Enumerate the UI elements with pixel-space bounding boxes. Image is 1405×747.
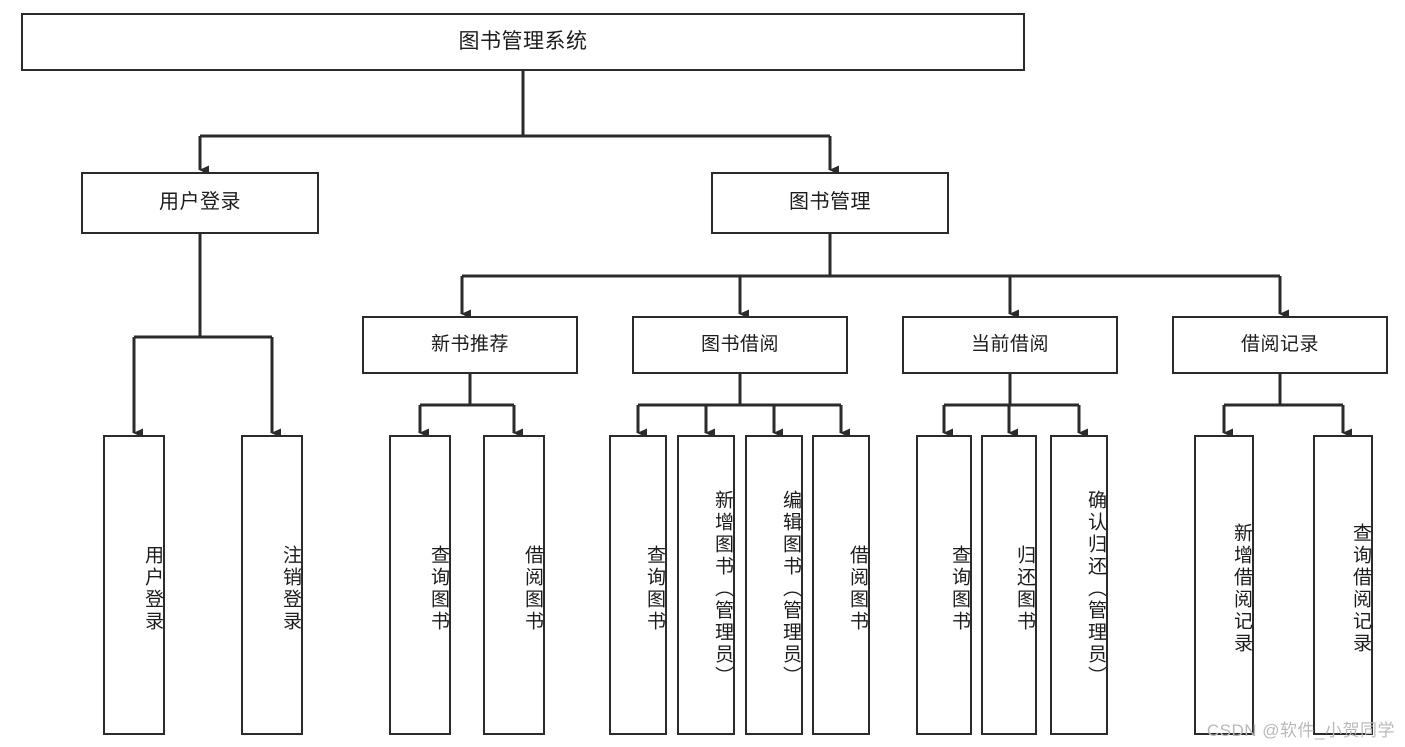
node-label: 编辑图书（管理员） [780, 490, 801, 688]
watermark-text: CSDN @软件_小贺同学 [1206, 721, 1395, 740]
node-new-book-recommend[interactable]: 新书推荐 [362, 316, 578, 374]
node-label: 归还图书 [1014, 545, 1035, 633]
node-user-login[interactable]: 用户登录 [81, 172, 319, 234]
node-book-borrow[interactable]: 图书借阅 [632, 316, 848, 374]
node-leaf-add-book-admin[interactable]: 新增图书（管理员） [677, 435, 735, 735]
node-leaf-query-book-3[interactable]: 查询图书 [916, 435, 972, 735]
node-leaf-borrow-book-1[interactable]: 借阅图书 [483, 435, 545, 735]
node-leaf-return-book[interactable]: 归还图书 [981, 435, 1037, 735]
node-leaf-borrow-book-2[interactable]: 借阅图书 [812, 435, 870, 735]
connector-lines [132, 71, 1352, 438]
node-label: 当前借阅 [970, 333, 1049, 355]
node-label: 图书借阅 [700, 333, 779, 355]
node-label: 查询借阅记录 [1350, 523, 1371, 655]
node-label: 新书推荐 [430, 333, 509, 355]
node-leaf-query-book-2[interactable]: 查询图书 [609, 435, 667, 735]
node-label: 新增图书（管理员） [712, 490, 733, 688]
node-current-borrow[interactable]: 当前借阅 [902, 316, 1118, 374]
node-label: 图书管理 [789, 191, 871, 214]
node-leaf-logout[interactable]: 注销登录 [241, 435, 303, 735]
node-label: 查询图书 [644, 545, 665, 633]
node-label: 借阅图书 [847, 545, 868, 633]
node-label: 新增借阅记录 [1231, 523, 1252, 655]
node-label: 注销登录 [280, 545, 301, 633]
node-leaf-edit-book-admin[interactable]: 编辑图书（管理员） [745, 435, 803, 735]
node-label: 查询图书 [949, 545, 970, 633]
node-leaf-confirm-return-admin[interactable]: 确认归还（管理员） [1050, 435, 1108, 735]
node-root[interactable]: 图书管理系统 [21, 13, 1025, 71]
node-label: 借阅图书 [522, 545, 543, 633]
node-borrow-record[interactable]: 借阅记录 [1172, 316, 1388, 374]
node-label: 用户登录 [142, 545, 163, 633]
node-leaf-query-borrow-record[interactable]: 查询借阅记录 [1313, 435, 1373, 735]
node-leaf-query-book-1[interactable]: 查询图书 [389, 435, 451, 735]
node-label: 借阅记录 [1240, 333, 1319, 355]
node-label: 确认归还（管理员） [1085, 490, 1106, 688]
node-leaf-add-borrow-record[interactable]: 新增借阅记录 [1194, 435, 1254, 735]
node-book-management[interactable]: 图书管理 [711, 172, 949, 234]
node-leaf-user-login[interactable]: 用户登录 [103, 435, 165, 735]
node-label: 图书管理系统 [458, 29, 588, 53]
node-label: 用户登录 [159, 191, 241, 214]
node-label: 查询图书 [428, 545, 449, 633]
